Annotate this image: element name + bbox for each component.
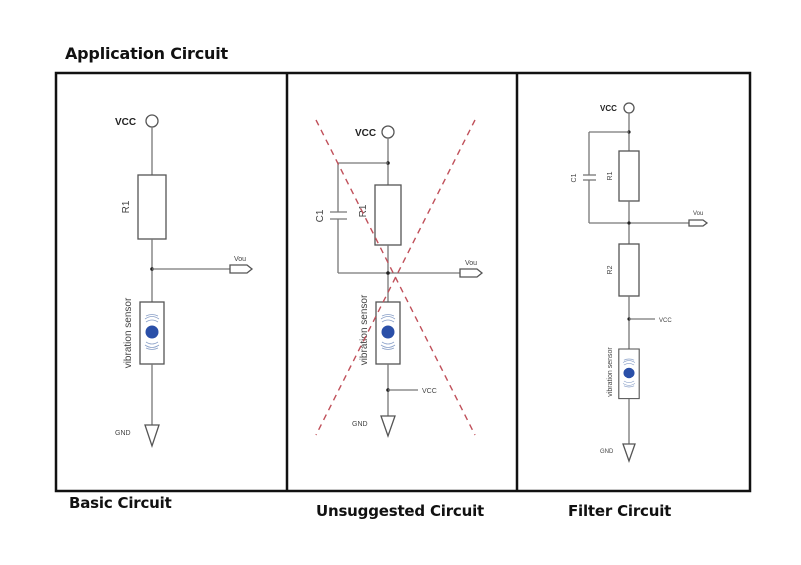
vcc2-label: VCC [659, 318, 672, 324]
r1-label: R1 [607, 171, 614, 180]
ground-symbol [144, 424, 160, 449]
gnd-label: GND [352, 421, 368, 428]
r1-label: R1 [121, 200, 132, 213]
filter-circuit: VCC C1 R1 Vou R2 VCC vibration sensor GN… [571, 102, 709, 463]
vcc-label: VCC [600, 104, 617, 113]
vcc-terminal [381, 125, 395, 139]
sensor-label: vibration sensor [359, 294, 370, 365]
caption-unsuggested-circuit: Unsuggested Circuit [316, 502, 484, 520]
resistor-r1 [618, 150, 640, 202]
c1-label: C1 [315, 209, 326, 222]
gnd-label: GND [600, 449, 614, 455]
vout-label: Vou [234, 256, 246, 263]
vcc-label: VCC [115, 117, 136, 128]
vout-connector [459, 268, 484, 278]
caption-basic-circuit: Basic Circuit [69, 494, 172, 512]
vcc2-label: VCC [422, 388, 437, 395]
vcc-label: VCC [355, 128, 376, 139]
unsuggested-circuit: VCC C1 R1 Vou vibration sensor VCC GND [315, 119, 484, 438]
vout-label: Vou [465, 260, 477, 267]
c1-label: C1 [571, 173, 578, 182]
vout-connector [229, 264, 254, 274]
vibration-sensor [139, 301, 165, 365]
gnd-label: GND [115, 430, 131, 437]
resistor-r1 [374, 184, 402, 246]
sensor-label: vibration sensor [123, 297, 134, 368]
ground-symbol [622, 443, 636, 463]
cross-line [315, 119, 476, 436]
vibration-sensor [618, 348, 640, 400]
r2-label: R2 [607, 265, 614, 274]
basic-circuit: VCC R1 Vou vibration sensor GND [115, 114, 254, 449]
resistor-r2 [618, 243, 640, 297]
vout-label: Vou [693, 211, 703, 217]
ground-symbol [380, 415, 396, 438]
outer-frame [54, 71, 752, 493]
diagram-title: Application Circuit [65, 44, 228, 63]
vout-connector [688, 219, 709, 227]
vibration-sensor [375, 301, 401, 365]
vcc-terminal [145, 114, 159, 128]
caption-filter-circuit: Filter Circuit [568, 502, 672, 520]
resistor-r1 [137, 174, 167, 240]
sensor-label: vibration sensor [607, 347, 614, 397]
r1-label: R1 [358, 204, 369, 217]
vcc-terminal [623, 102, 635, 114]
